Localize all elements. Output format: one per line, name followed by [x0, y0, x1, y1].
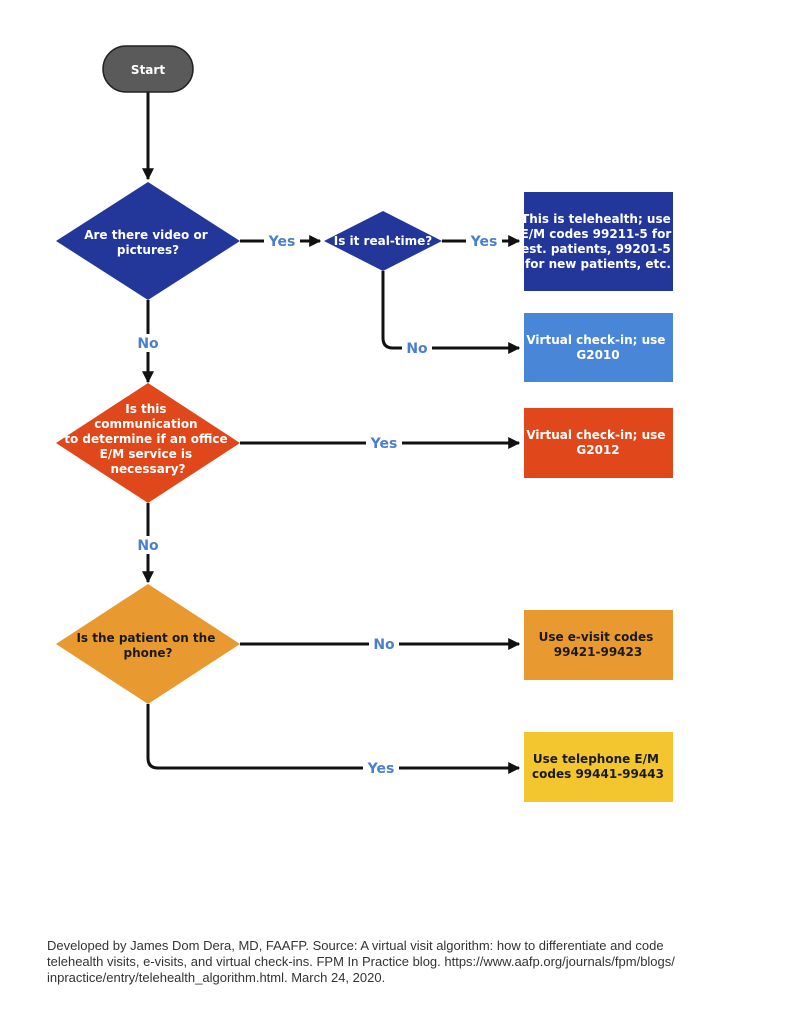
svg-text:Use e-visit codes 99421-: Use e-visit codes 99421-99423	[539, 630, 658, 659]
connector-phone-yes	[146, 704, 521, 774]
edge-label-communication-yes: Yes	[370, 436, 398, 452]
svg-text:Use telephone E/M codes: Use telephone E/M codes 99441-99443	[532, 752, 664, 781]
decision-communication-line-1: Is this	[125, 402, 166, 416]
decision-video-line-2: pictures?	[117, 243, 179, 257]
result-telehealth: This is telehealth; use E/M codes 99211-…	[521, 192, 676, 291]
start-label: Start	[131, 63, 165, 77]
checkin-g2012-line-2: G2012	[576, 443, 619, 457]
svg-text:Is the patient on the ph: Is the patient on the phone?	[76, 631, 219, 660]
svg-text:Is it real-time?: Is it real-time?	[334, 234, 433, 248]
telehealth-line-3: est. patients, 99201-5	[521, 242, 671, 256]
telehealth-line-1: This is telehealth; use	[521, 212, 671, 226]
decision-video-line-1: Are there video or	[84, 228, 208, 242]
decision-realtime-line-1: Is it real-time?	[334, 234, 433, 248]
decision-communication-line-4: E/M service is	[100, 447, 193, 461]
result-evisit: Use e-visit codes 99421-99423	[524, 610, 673, 680]
result-telephone: Use telephone E/M codes 99441-99443	[524, 732, 673, 802]
decision-communication-line-2: communication	[94, 417, 197, 431]
decision-phone-line-1: Is the patient on the	[76, 631, 215, 645]
telephone-line-2: codes 99441-99443	[532, 767, 664, 781]
citation-line-1: Developed by James Dom Dera, MD, FAAFP. …	[47, 938, 664, 953]
edge-label-realtime-no: No	[406, 341, 428, 357]
citation-line-3: inpractice/entry/telehealth_algorithm.ht…	[47, 970, 386, 985]
decision-communication-line-5: necessary?	[110, 462, 185, 476]
edge-label-video-no: No	[137, 336, 159, 352]
edge-label-video-yes: Yes	[268, 234, 296, 250]
start-node: Start	[102, 45, 194, 93]
edge-label-realtime-yes: Yes	[470, 234, 498, 250]
svg-text:This is telehealth; use: This is telehealth; use E/M codes 99211-…	[521, 212, 676, 271]
checkin-g2012-line-1: Virtual check-in; use	[526, 428, 665, 442]
evisit-line-2: 99421-99423	[554, 645, 642, 659]
decision-on-phone: Is the patient on the phone?	[56, 584, 240, 704]
telehealth-line-4: for new patients, etc.	[525, 257, 671, 271]
decision-real-time: Is it real-time?	[324, 211, 442, 271]
edge-label-phone-yes: Yes	[367, 761, 395, 777]
source-citation: Developed by James Dom Dera, MD, FAAFP. …	[47, 938, 747, 986]
svg-text:Start: Start	[131, 63, 165, 77]
decision-communication-line-3: to determine if an office	[64, 432, 227, 446]
svg-text:Are there video or pictu: Are there video or pictures?	[84, 228, 212, 257]
edge-label-phone-no: No	[373, 637, 395, 653]
decision-video-or-pictures: Are there video or pictures?	[56, 182, 240, 300]
telephone-line-1: Use telephone E/M	[533, 752, 659, 766]
svg-text:Is this communication: Is this communication to determine if an…	[64, 402, 232, 476]
decision-communication: Is this communication to determine if an…	[56, 383, 240, 503]
citation-line-2: telehealth visits, e-visits, and virtual…	[47, 954, 675, 969]
edge-label-communication-no: No	[137, 538, 159, 554]
svg-text:Virtual check-in; use G2: Virtual check-in; use G2010	[526, 333, 669, 362]
checkin-g2010-line-1: Virtual check-in; use	[526, 333, 665, 347]
result-checkin-g2012: Virtual check-in; use G2012	[524, 408, 673, 478]
connector-realtime-no	[381, 271, 521, 354]
checkin-g2010-line-2: G2010	[576, 348, 619, 362]
result-checkin-g2010: Virtual check-in; use G2010	[524, 313, 673, 382]
decision-phone-line-2: phone?	[123, 646, 172, 660]
evisit-line-1: Use e-visit codes	[539, 630, 654, 644]
telehealth-line-2: E/M codes 99211-5 for	[521, 227, 672, 241]
svg-text:Virtual check-in; use G2: Virtual check-in; use G2012	[526, 428, 669, 457]
